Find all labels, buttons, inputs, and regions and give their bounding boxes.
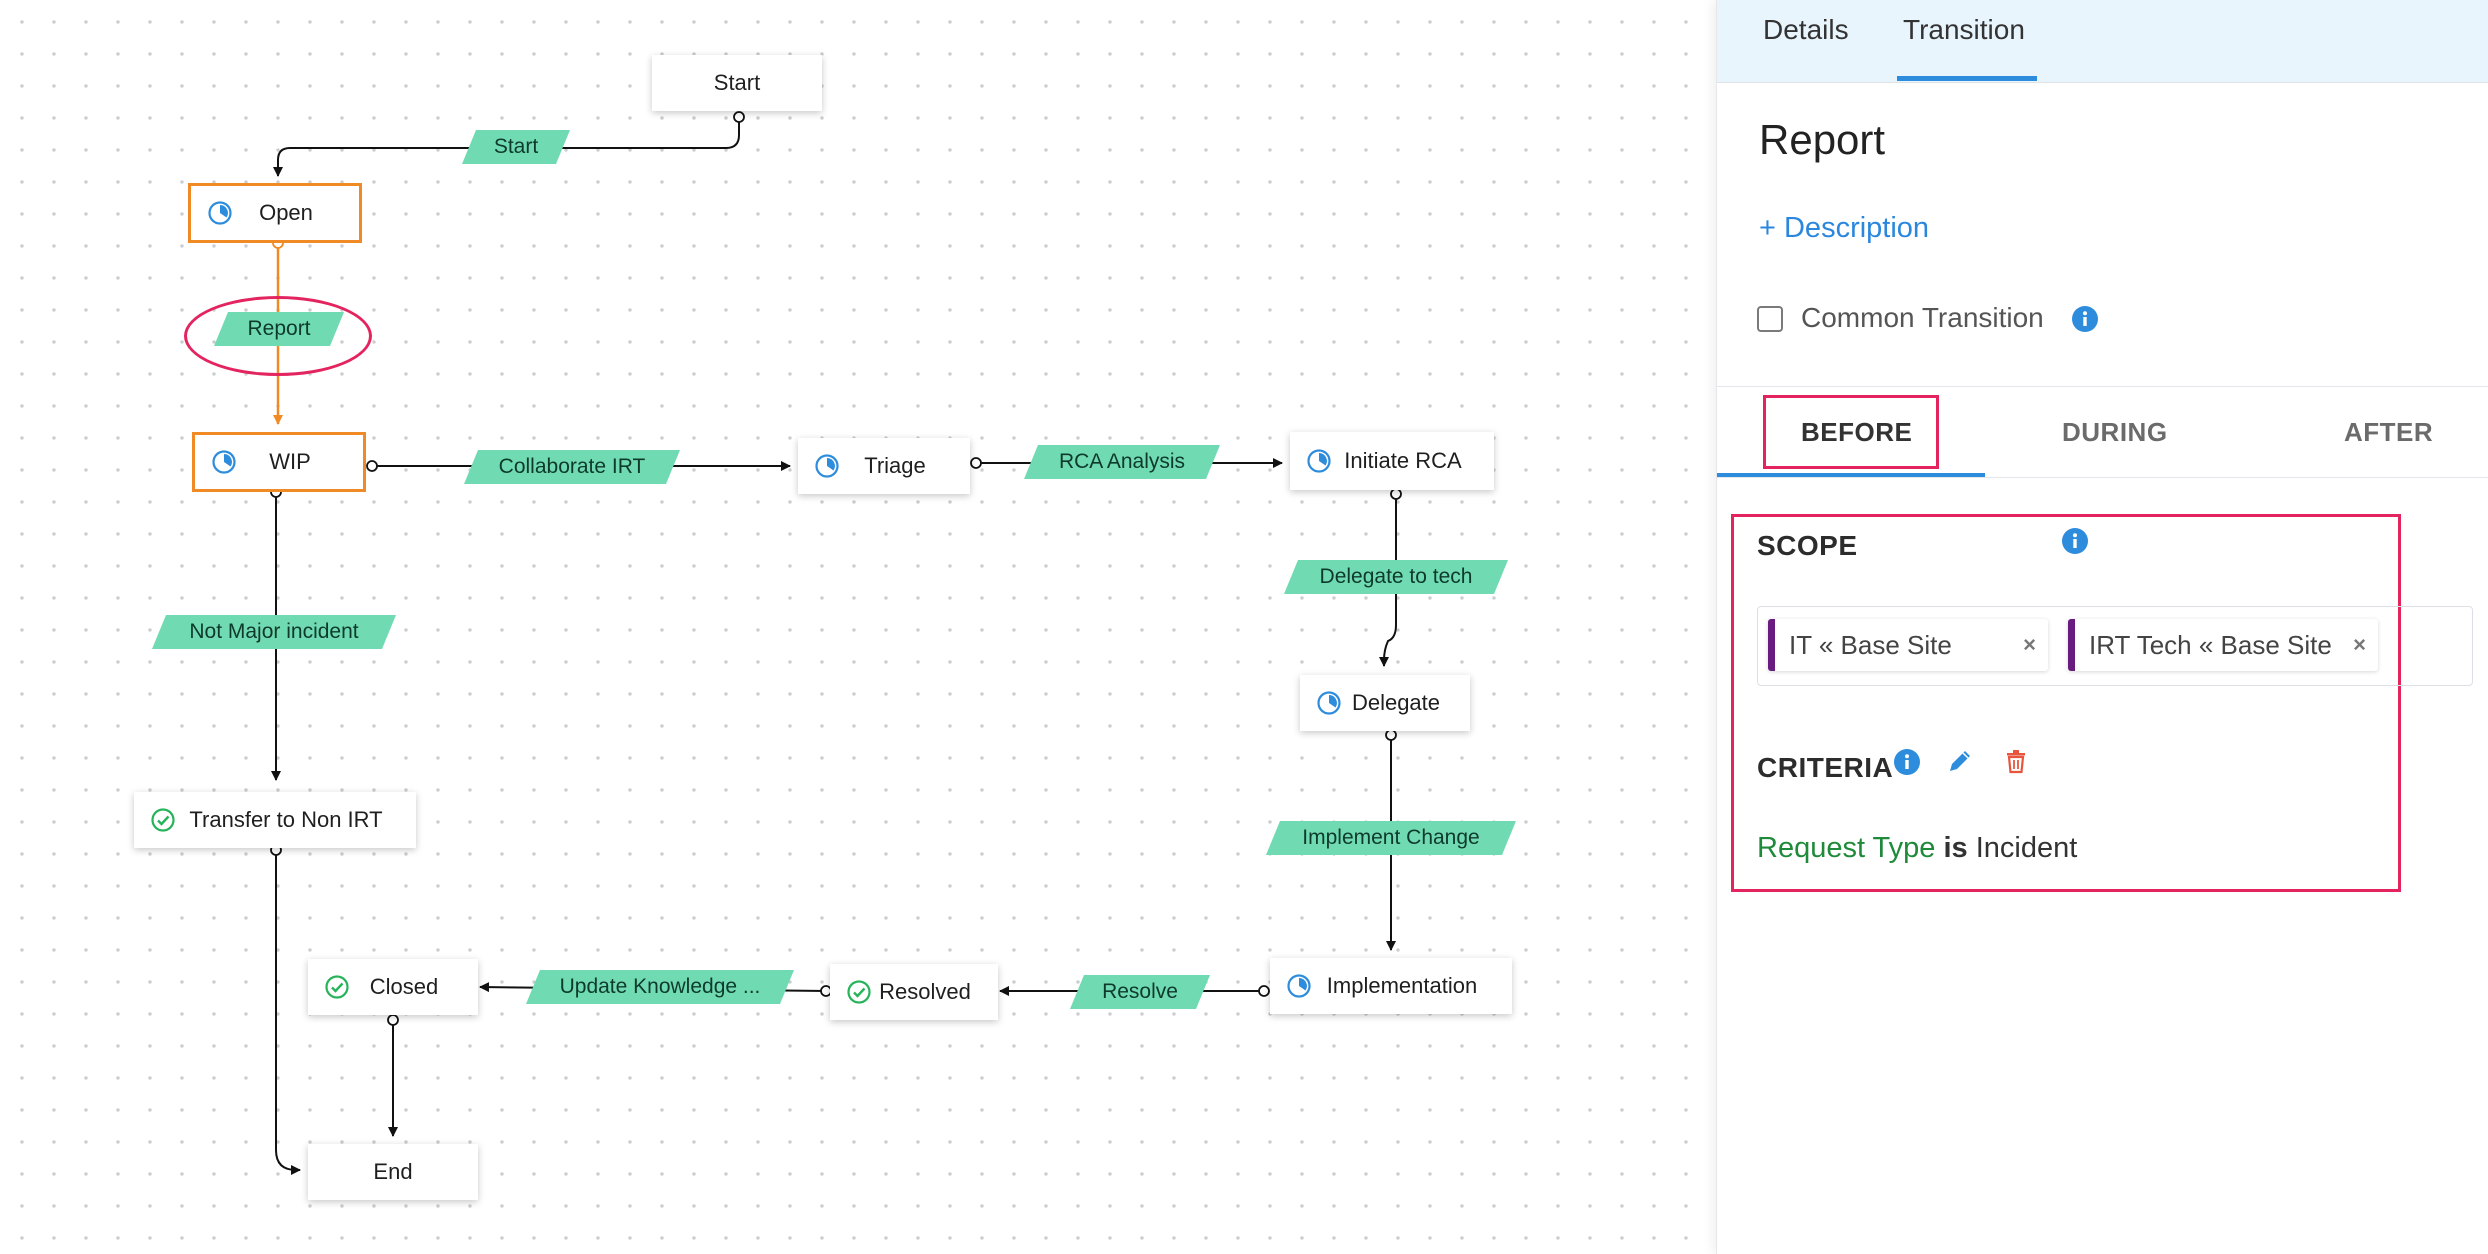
remove-chip-icon[interactable]: × [2353, 632, 2366, 657]
tab-details[interactable]: Details [1763, 14, 1849, 45]
tab-during[interactable]: DURING [2062, 417, 2168, 447]
info-icon[interactable] [2061, 527, 2089, 555]
tab-transition[interactable]: Transition [1903, 14, 2025, 45]
transition-label: Delegate to tech [1319, 565, 1473, 588]
chip-color-bar [1768, 619, 1775, 671]
transition-label: RCA Analysis [1058, 450, 1186, 473]
node-label: Open [259, 200, 313, 225]
clock-progress-icon [212, 450, 236, 474]
transition-label: Start [493, 135, 539, 158]
node-label: WIP [269, 449, 311, 474]
node-label: Start [713, 70, 761, 95]
criteria-field: Request Type [1757, 832, 1936, 864]
transition-title[interactable]: Report [1759, 116, 1886, 163]
clock-progress-icon [1307, 449, 1331, 473]
node-delegate[interactable]: Delegate [1300, 675, 1470, 731]
before-tab-highlight [1763, 395, 1939, 469]
scope-criteria-highlight [1731, 514, 2401, 892]
transition-implement-change[interactable]: Implement Change [1266, 821, 1516, 855]
transition-label: Update Knowledge ... [559, 975, 761, 998]
node-open[interactable]: Open [188, 183, 362, 243]
transition-rca-analysis[interactable]: RCA Analysis [1024, 445, 1220, 479]
edge-transfer-end [275, 850, 301, 1175]
edit-pencil-icon[interactable] [1945, 746, 1975, 776]
node-label: Transfer to Non IRT [189, 807, 383, 832]
transition-label: Report [247, 317, 311, 340]
tab-after[interactable]: AFTER [2344, 417, 2434, 447]
tab-before[interactable]: BEFORE [1801, 417, 1913, 447]
scope-chip: IRT Tech « Base Site × [2068, 619, 2378, 671]
node-wip[interactable]: WIP [192, 432, 366, 492]
add-description-link[interactable]: + Description [1759, 212, 1930, 244]
transition-resolve[interactable]: Resolve [1070, 975, 1210, 1009]
stage-tab-bar: BEFORE DURING AFTER [1717, 386, 2488, 478]
common-transition-checkbox[interactable] [1757, 306, 1783, 332]
remove-chip-icon[interactable]: × [2023, 632, 2036, 657]
info-icon[interactable] [2071, 305, 2099, 333]
check-circle-icon [151, 808, 175, 832]
chip-label: IT « Base Site [1789, 629, 1952, 660]
transition-label: Not Major incident [189, 620, 359, 643]
node-end[interactable]: End [308, 1144, 478, 1200]
clock-progress-icon [1287, 974, 1311, 998]
node-transfer-non-irt[interactable]: Transfer to Non IRT [134, 792, 416, 848]
panel-tab-bar: Details Transition [1717, 0, 2488, 83]
clock-progress-icon [815, 454, 839, 478]
transition-label: Implement Change [1302, 826, 1480, 849]
transition-start[interactable]: Start [462, 130, 570, 164]
transition-not-major-incident[interactable]: Not Major incident [152, 615, 396, 649]
common-transition-label: Common Transition [1801, 302, 2044, 333]
scope-chip: IT « Base Site × [1768, 619, 2048, 671]
node-label: Resolved [879, 979, 971, 1004]
node-label: Implementation [1326, 973, 1478, 998]
transition-properties-panel: Details Transition Report + Description … [1716, 0, 2488, 1254]
transition-update-knowledge[interactable]: Update Knowledge ... [526, 970, 794, 1004]
workflow-canvas[interactable]: Start Open WIP Triage Initiate RCA Deleg… [0, 0, 1716, 1254]
transition-delegate-to-tech[interactable]: Delegate to tech [1284, 560, 1508, 594]
check-circle-icon [847, 980, 871, 1004]
node-initiate-rca[interactable]: Initiate RCA [1290, 432, 1494, 490]
node-label: Closed [369, 974, 439, 999]
criteria-expression[interactable]: Request Type is Incident [1757, 832, 2077, 865]
chip-color-bar [2068, 619, 2075, 671]
criteria-value: Incident [1975, 832, 2078, 864]
node-label: Delegate [1351, 690, 1441, 715]
node-triage[interactable]: Triage [798, 438, 970, 494]
transition-label: Collaborate IRT [498, 455, 646, 478]
edge-rca-delegate [1379, 494, 1397, 667]
clock-progress-icon [208, 201, 232, 225]
scope-selector-field[interactable]: IT « Base Site × IRT Tech « Base Site × [1757, 606, 2473, 686]
criteria-title: CRITERIA [1757, 752, 1894, 783]
delete-trash-icon[interactable] [2001, 746, 2031, 776]
transition-collaborate-irt[interactable]: Collaborate IRT [464, 450, 680, 484]
info-icon[interactable] [1893, 748, 1921, 776]
chip-label: IRT Tech « Base Site [2089, 629, 2332, 660]
node-label: Triage [864, 453, 926, 478]
node-label: Initiate RCA [1344, 448, 1462, 473]
active-stage-indicator [1717, 473, 1985, 477]
check-circle-icon [325, 975, 349, 999]
transition-report[interactable]: Report [214, 312, 344, 346]
transition-label: Resolve [1102, 980, 1178, 1003]
node-closed[interactable]: Closed [308, 959, 478, 1015]
criteria-operator: is [1943, 832, 1968, 864]
report-highlight-ring [184, 296, 372, 376]
node-implementation[interactable]: Implementation [1270, 958, 1512, 1014]
clock-progress-icon [1317, 691, 1341, 715]
scope-title: SCOPE [1757, 530, 1858, 561]
active-tab-indicator [1897, 76, 2037, 81]
node-label: End [373, 1159, 413, 1184]
node-start[interactable]: Start [652, 55, 822, 111]
node-resolved[interactable]: Resolved [830, 964, 998, 1020]
